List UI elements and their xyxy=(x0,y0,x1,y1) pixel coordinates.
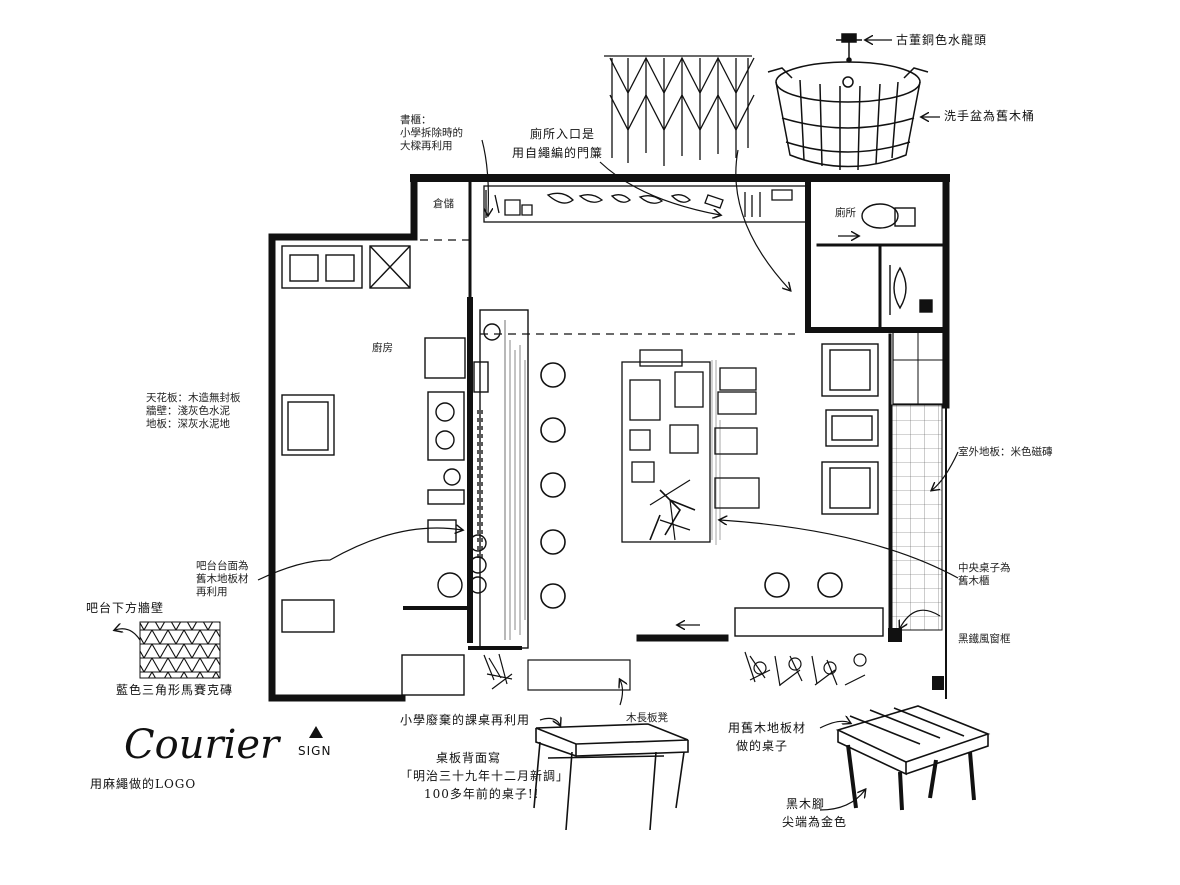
iron-window-note: 黑鐵風窗框 xyxy=(958,633,1011,645)
floorboard-table-note-line2: 做的桌子 xyxy=(736,739,789,753)
center-table-note-line2: 舊木櫃 xyxy=(958,575,990,587)
materials-note-floor: 地板：深灰水泥地 xyxy=(146,418,230,430)
sign-label: SIGN xyxy=(298,744,332,758)
desk-back-note-line2: 「明治三十九年十二月新調」 xyxy=(400,769,570,783)
faucet-icon xyxy=(836,33,862,63)
kitchen-equipment xyxy=(281,245,529,696)
central-table xyxy=(621,349,760,543)
storage-label: 倉儲 xyxy=(433,198,454,210)
counter-note-line2: 舊木地板材 xyxy=(196,573,249,585)
armchairs xyxy=(821,343,879,515)
materials-note-walls: 牆壁：淺灰色水泥 xyxy=(146,405,230,417)
wood-bench-note: 木長板凳 xyxy=(626,712,668,724)
desk-back-note-line3: 100多年前的桌子!! xyxy=(424,787,540,801)
macrame-curtain xyxy=(604,55,755,166)
school-desk-sketch xyxy=(533,723,689,831)
counter-note-line1: 吧台台面為 xyxy=(196,560,249,572)
kitchen-label: 廚房 xyxy=(372,342,393,354)
materials-note-ceiling: 天花板：木造無封板 xyxy=(146,392,241,404)
bar-stools xyxy=(540,362,843,609)
desk-back-note-line1: 桌板背面寫 xyxy=(436,751,502,765)
wooden-bucket-basin xyxy=(767,61,929,171)
curtain-note-line2: 用自繩編的門簾 xyxy=(512,146,604,160)
outdoor-tile-floor xyxy=(891,404,943,631)
center-table-note-line1: 中央桌子為 xyxy=(958,562,1011,574)
plants xyxy=(483,651,867,690)
faucet-note: 古董銅色水龍頭 xyxy=(896,33,988,47)
leader-lines xyxy=(115,40,959,811)
triangle-mosaic-tiles xyxy=(139,621,221,679)
outdoor-floor-note: 室外地板：米色磁磚 xyxy=(958,446,1053,458)
bookshelf xyxy=(483,185,810,223)
bar-wall-note: 吧台下方牆壁 xyxy=(86,601,165,615)
legs-note-line2: 尖端為金色 xyxy=(782,815,848,829)
floorboard-table-note-line1: 用舊木地板材 xyxy=(728,721,807,735)
legs-note-line1: 黑木腳 xyxy=(786,797,826,811)
bookshelf-note-line2: 小學拆除時的 xyxy=(400,127,463,139)
wooden-bench-plan xyxy=(734,607,884,637)
outer-walls xyxy=(268,174,950,702)
table-texture xyxy=(711,360,721,545)
bookshelf-note-line3: 大樑再利用 xyxy=(400,140,453,152)
courier-logo: Courier xyxy=(124,722,280,768)
iron-frame-corner xyxy=(888,628,902,642)
toilet-fixtures xyxy=(861,203,933,315)
logo-note: 用麻繩做的LOGO xyxy=(90,777,197,791)
curtain-note-line1: 廁所入口是 xyxy=(530,127,596,141)
tiles-note: 藍色三角形馬賽克磚 xyxy=(116,683,234,697)
school-desk-note: 小學廢棄的課桌再利用 xyxy=(400,713,531,727)
floorboard-table-sketch xyxy=(835,705,991,811)
sign-triangle-icon xyxy=(309,726,323,738)
counter-note-line3: 再利用 xyxy=(196,586,228,598)
toilet-label: 廁所 xyxy=(835,207,856,219)
basin-note: 洗手盆為舊木桶 xyxy=(944,109,1036,123)
bar-counter-texture xyxy=(509,340,526,640)
ceiling-line xyxy=(420,239,795,335)
bookshelf-note-line1: 書櫃： xyxy=(400,114,432,126)
